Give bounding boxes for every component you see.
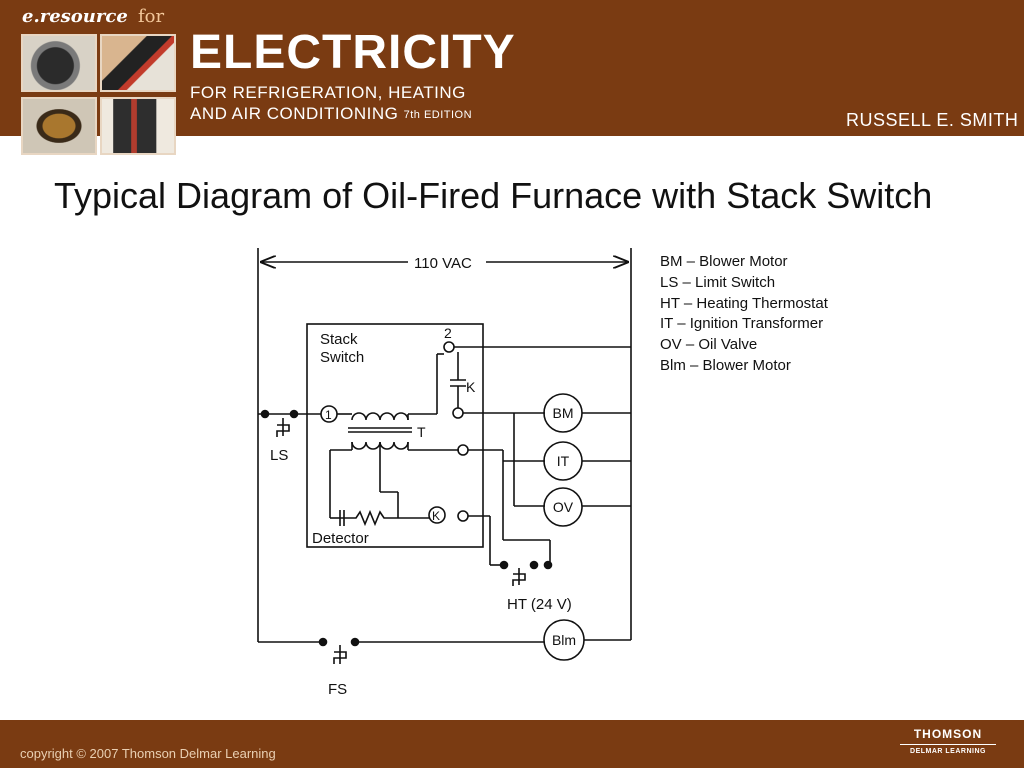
relay-contact-label: K xyxy=(466,379,476,395)
legend-item: OV – Oil Valve xyxy=(660,336,758,354)
terminal-1-label: 1 xyxy=(325,408,332,422)
header-stripe xyxy=(0,136,1024,142)
fan-switch-label: FS xyxy=(328,681,347,698)
motor-photo xyxy=(21,34,97,92)
legend-item: Blm – Blower Motor xyxy=(660,356,791,374)
author-name: RUSSELL E. SMITH xyxy=(846,110,1019,130)
motor-photo-2 xyxy=(21,97,97,155)
fan-switch-terminal-a xyxy=(318,637,328,647)
stack-switch-box xyxy=(306,323,484,548)
brand-logo: e.resource xyxy=(22,6,128,27)
footer-banner xyxy=(0,720,1024,768)
transformer-primary xyxy=(351,412,409,421)
it-label: IT xyxy=(557,453,570,469)
stack-switch-label-1: Stack xyxy=(320,331,358,348)
supply-voltage-label: 110 VAC xyxy=(414,255,472,272)
book-subtitle: FOR REFRIGERATION, HEATING AND AIR CONDI… xyxy=(190,82,472,126)
copyright-text: copyright © 2007 Thomson Delmar Learning xyxy=(20,746,276,761)
detector-cell xyxy=(339,510,348,526)
book-edition: 7th EDITION xyxy=(403,109,473,121)
detector-label: Detector xyxy=(312,530,369,547)
thermostat-terminal-c xyxy=(543,560,553,570)
legend-item: IT – Ignition Transformer xyxy=(660,315,824,333)
relay-contact-k xyxy=(450,379,466,387)
thermostat-contact xyxy=(512,568,526,586)
publisher-logo: THOMSON DELMAR LEARNING xyxy=(896,727,1000,755)
terminal-2-label: 2 xyxy=(444,325,452,341)
thermostat-terminal-b xyxy=(529,560,539,570)
diagram-legend: BM – Blower Motor LS – Limit Switch HT –… xyxy=(660,252,890,377)
contactor-photo xyxy=(100,97,176,155)
blm-label: Blm xyxy=(552,632,576,648)
legend-item: LS – Limit Switch xyxy=(660,273,776,291)
slide-title: Typical Diagram of Oil-Fired Furnace wit… xyxy=(54,175,933,216)
thermostat-terminal-a xyxy=(499,560,509,570)
brand-for: for xyxy=(138,6,165,27)
legend-item: HT – Heating Thermostat xyxy=(660,294,828,312)
it-load xyxy=(543,441,583,481)
stack-switch-label-2: Switch xyxy=(320,349,364,366)
limit-switch-terminal-a xyxy=(260,409,270,419)
publisher-sub: DELMAR LEARNING xyxy=(910,748,986,755)
book-title: ELECTRICITY xyxy=(190,26,516,79)
ov-label: OV xyxy=(553,499,574,515)
meter-photo xyxy=(100,34,176,92)
publisher-divider xyxy=(900,744,996,745)
transformer-label: T xyxy=(417,424,426,440)
ov-load xyxy=(543,487,583,527)
limit-switch-label: LS xyxy=(270,447,288,464)
relay-coil-label: K xyxy=(432,509,440,523)
book-subtitle-line2: AND AIR CONDITIONING xyxy=(190,104,399,123)
book-subtitle-line1: FOR REFRIGERATION, HEATING xyxy=(190,83,466,102)
publisher-name: THOMSON xyxy=(913,727,983,741)
limit-switch-terminal-b xyxy=(289,409,299,419)
thermostat-label: HT (24 V) xyxy=(507,596,572,613)
fan-switch-contact xyxy=(333,645,347,664)
fan-switch-terminal-b xyxy=(350,637,360,647)
limit-switch-contact xyxy=(276,418,290,437)
detector-resistor xyxy=(348,509,430,527)
wiring-diagram: 110 VAC Stack Switch 2 K 1 T K Detector … xyxy=(257,248,632,698)
bm-label: BM xyxy=(553,405,574,421)
bm-load xyxy=(543,393,583,433)
legend-item: BM – Blower Motor xyxy=(660,253,788,270)
